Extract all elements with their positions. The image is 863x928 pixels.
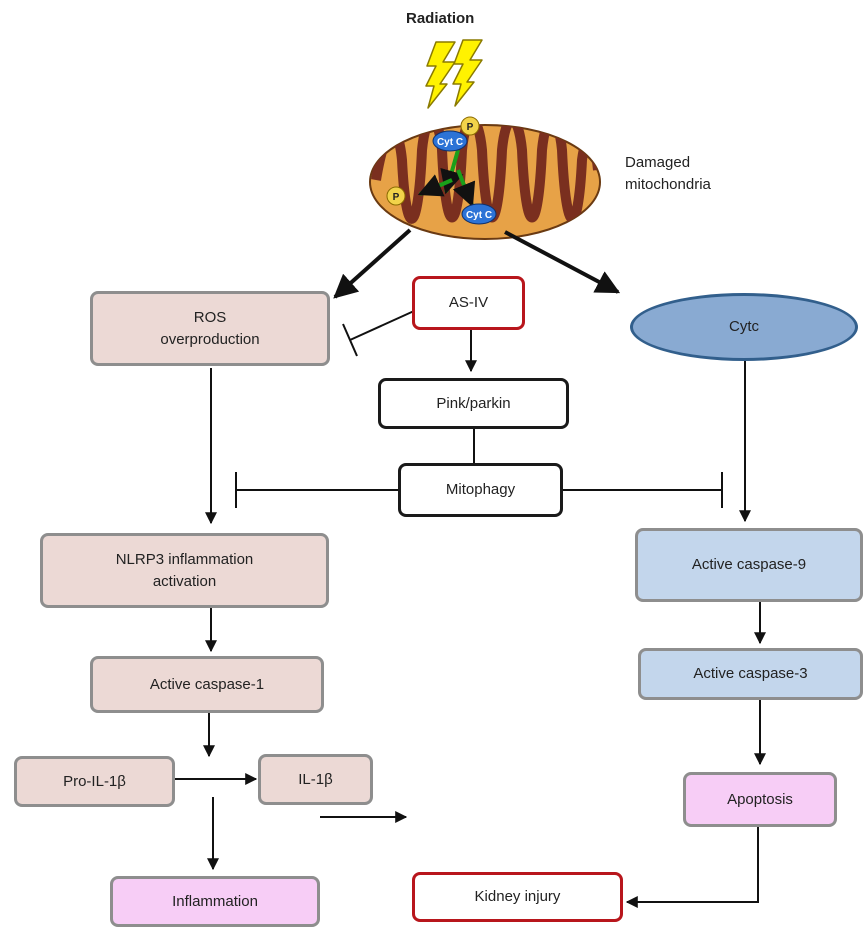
node-inflammation: Inflammation xyxy=(110,876,320,927)
node-mitophagy: Mitophagy xyxy=(398,463,563,517)
lightning-icon xyxy=(425,39,483,109)
node-pro-il-1b: Pro-IL-1β xyxy=(14,756,175,807)
node-caspase-3: Active caspase-3 xyxy=(638,648,863,700)
inhibit-asiv-ros xyxy=(342,310,415,357)
node-apoptosis: Apoptosis xyxy=(683,772,837,827)
inhibit-mitophagy-right xyxy=(563,472,723,508)
mitochondria-icon: Cyt C Cyt C P P xyxy=(369,116,601,240)
radiation-label: Radiation xyxy=(406,10,475,27)
node-kidney-injury: Kidney injury xyxy=(412,872,623,922)
phosphate-label-left: P xyxy=(393,192,400,203)
damaged-mitochondria-label: Damaged mitochondria xyxy=(625,154,711,193)
node-cytc: Cytc xyxy=(630,293,858,361)
node-nlrp3: NLRP3 inflammation activation xyxy=(40,533,329,608)
arrow-mito-to-ros xyxy=(333,228,412,299)
arrow-apoptosis-to-kidney xyxy=(625,827,759,908)
phosphate-label-top: P xyxy=(467,122,474,133)
node-as-iv: AS-IV xyxy=(412,276,525,330)
node-ros: ROS overproduction xyxy=(90,291,330,366)
node-pink-parkin: Pink/parkin xyxy=(378,378,569,429)
cyt-c-label-top: Cyt C xyxy=(437,137,463,148)
node-il-1b: IL-1β xyxy=(258,754,373,805)
arrow-mito-to-cytc xyxy=(504,230,621,294)
cyt-c-label-bottom: Cyt C xyxy=(466,210,492,221)
inhibit-mitophagy-left xyxy=(235,472,400,508)
node-caspase-9: Active caspase-9 xyxy=(635,528,863,602)
node-caspase-1: Active caspase-1 xyxy=(90,656,324,713)
